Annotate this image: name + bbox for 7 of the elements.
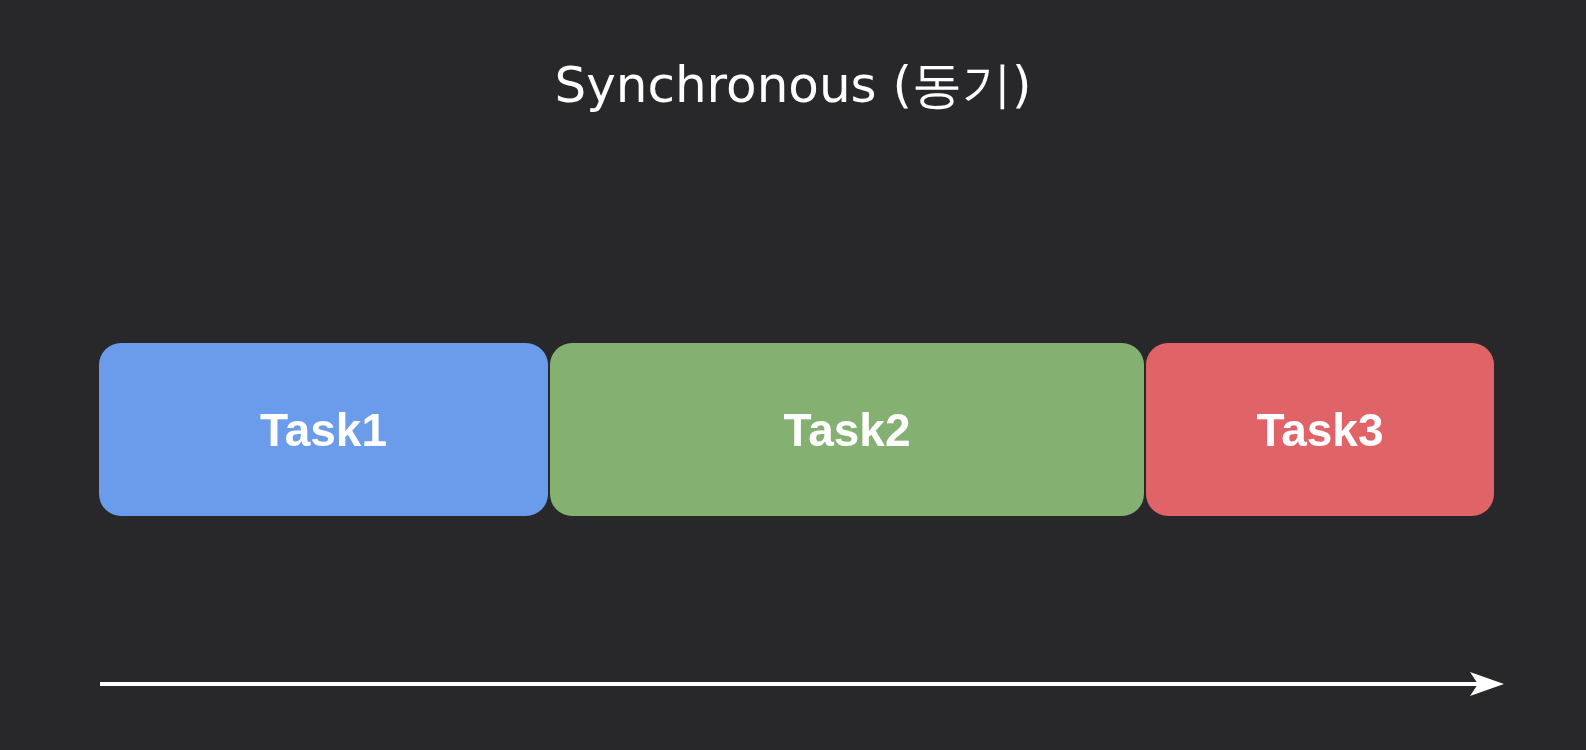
task-bar [1146,343,1494,516]
task-label: Task2 [783,402,911,457]
task-bar [550,343,1144,516]
task-bar [99,343,548,516]
task-label: Task1 [260,402,387,457]
task-label: Task3 [1256,402,1384,457]
title: Synchronous (동기) [553,55,1033,116]
